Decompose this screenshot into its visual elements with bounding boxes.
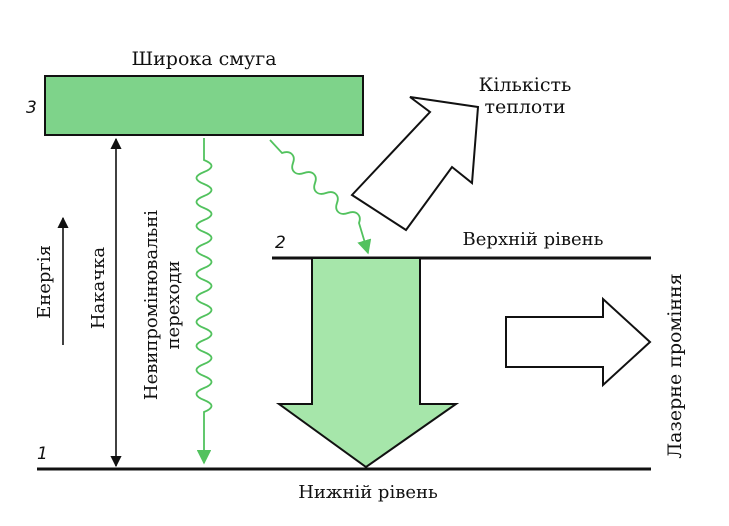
laser-output-arrow [505,296,652,388]
upper-level-label: Верхній рівень [463,229,604,250]
level-2-number: 2 [275,233,286,253]
nonradiative-wave-vertical [195,138,213,465]
lower-level-label: Нижній рівень [298,482,438,503]
laser-transition-arrow [275,257,460,469]
wide-band-rect [44,75,364,136]
wide-band-label: Широка смуга [131,48,276,70]
heat-amount-label-line1: Кількість [479,74,572,96]
nonradiative-label-line2: переходи [163,261,184,350]
level-1-number: 1 [37,444,48,464]
pumping-label: Накачка [88,247,109,330]
nonradiative-label-line1: Невипромінювальні [141,210,162,400]
level-3-number: 3 [26,98,37,118]
energy-label: Енергія [34,245,55,319]
nonradiative-wave-diagonal [269,139,372,255]
laser-radiation-label: Лазерне проміння [664,273,686,458]
heat-amount-label-line2: теплоти [484,96,565,118]
heat-arrow [350,96,480,232]
